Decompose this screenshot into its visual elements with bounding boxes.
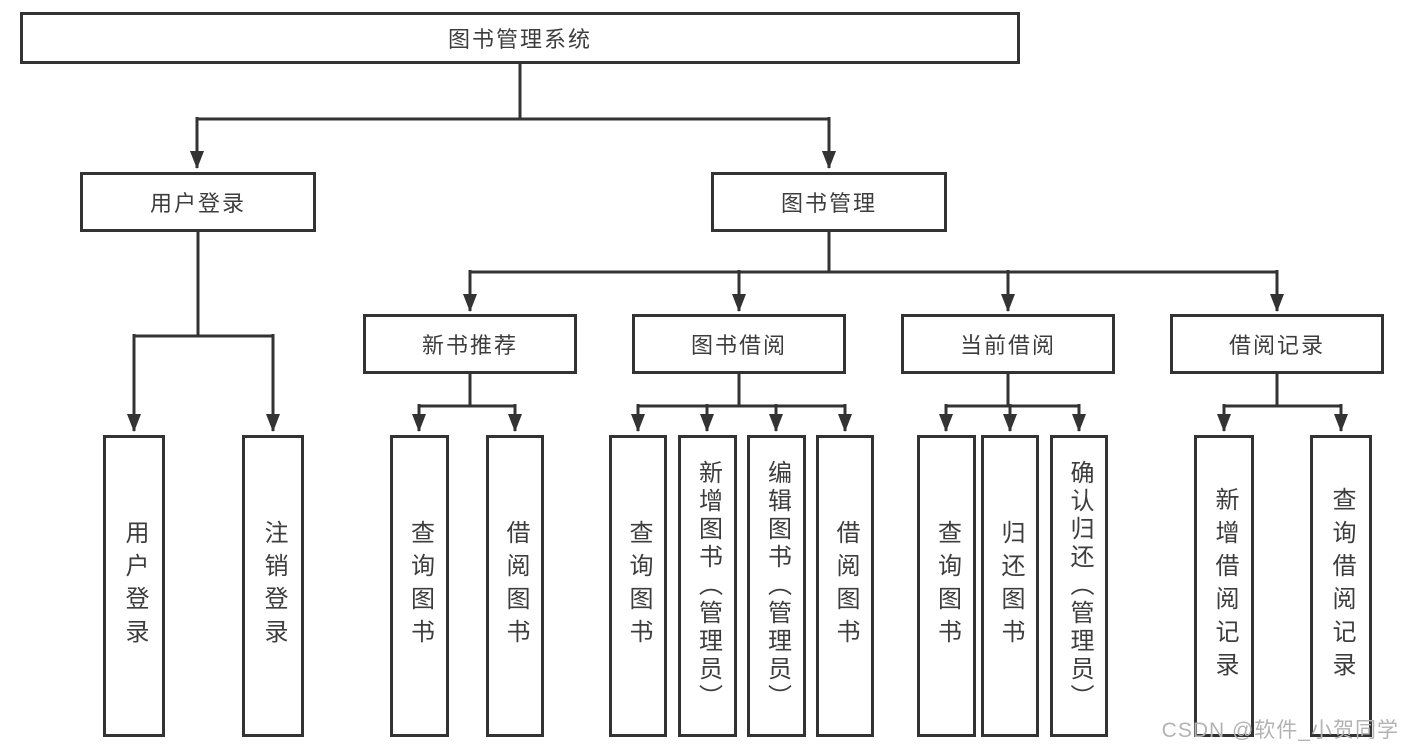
node-label: 编辑图书（管理员）	[763, 460, 791, 712]
edge-borrowing-records-children	[1217, 374, 1348, 432]
edge-root-to-level2	[190, 64, 836, 169]
node-label: 借阅图书	[502, 520, 529, 652]
node-label: 当前借阅	[959, 333, 1056, 358]
leaf-add-books-admin: 新增图书（管理员）	[678, 435, 737, 737]
node-label: 新书推荐	[421, 333, 518, 358]
node-label: 新增图书（管理员）	[694, 460, 722, 712]
node-label: 新增借阅记录	[1211, 487, 1238, 685]
node-label: 归还图书	[997, 520, 1024, 652]
node-label: 用户登录	[149, 191, 246, 216]
leaf-borrow-books-borrowing: 借阅图书	[816, 435, 874, 737]
node-book-management: 图书管理	[711, 172, 947, 232]
csdn-watermark: CSDN @软件_小贺同学	[1161, 719, 1399, 742]
node-label: 图书借阅	[690, 333, 787, 358]
node-label: 确认归还（管理员）	[1066, 460, 1093, 712]
edge-current-borrowing-children	[939, 374, 1086, 432]
edge-new-book-rec-children	[412, 374, 522, 432]
node-library-management-system: 图书管理系统	[20, 12, 1020, 64]
leaf-query-books-recommendation: 查询图书	[390, 435, 449, 737]
node-label: 借阅记录	[1228, 333, 1325, 358]
leaf-borrow-books-recommendation: 借阅图书	[486, 435, 544, 737]
leaf-edit-books-admin: 编辑图书（管理员）	[747, 435, 806, 737]
node-label: 查询图书	[406, 520, 434, 652]
leaf-query-books-borrowing: 查询图书	[609, 435, 667, 737]
node-label: 查询图书	[625, 520, 652, 652]
node-book-borrowing: 图书借阅	[632, 314, 846, 374]
leaf-return-books: 归还图书	[981, 435, 1039, 737]
leaf-confirm-return-admin: 确认归还（管理员）	[1050, 435, 1108, 737]
edge-book-borrowing-children	[631, 374, 852, 432]
node-label: 借阅图书	[832, 520, 859, 652]
node-new-book-recommendation: 新书推荐	[363, 314, 577, 374]
node-label: 注销登录	[260, 520, 287, 652]
node-label: 用户登录	[121, 520, 148, 652]
node-label: 图书管理系统	[447, 27, 592, 52]
leaf-logout-login: 注销登录	[242, 435, 304, 737]
node-current-borrowing: 当前借阅	[901, 314, 1115, 374]
leaf-query-books-current: 查询图书	[917, 435, 976, 737]
node-borrowing-records: 借阅记录	[1170, 314, 1384, 374]
edge-user-login-children	[127, 232, 280, 432]
node-label: 查询借阅记录	[1328, 487, 1355, 685]
node-user-login: 用户登录	[80, 172, 316, 232]
node-label: 图书管理	[780, 191, 877, 216]
leaf-add-borrowing-record: 新增借阅记录	[1194, 435, 1254, 737]
edge-book-management-children	[463, 232, 1284, 312]
leaf-query-borrowing-record: 查询借阅记录	[1310, 435, 1372, 737]
node-label: 查询图书	[933, 520, 961, 652]
leaf-user-login: 用户登录	[103, 435, 165, 737]
